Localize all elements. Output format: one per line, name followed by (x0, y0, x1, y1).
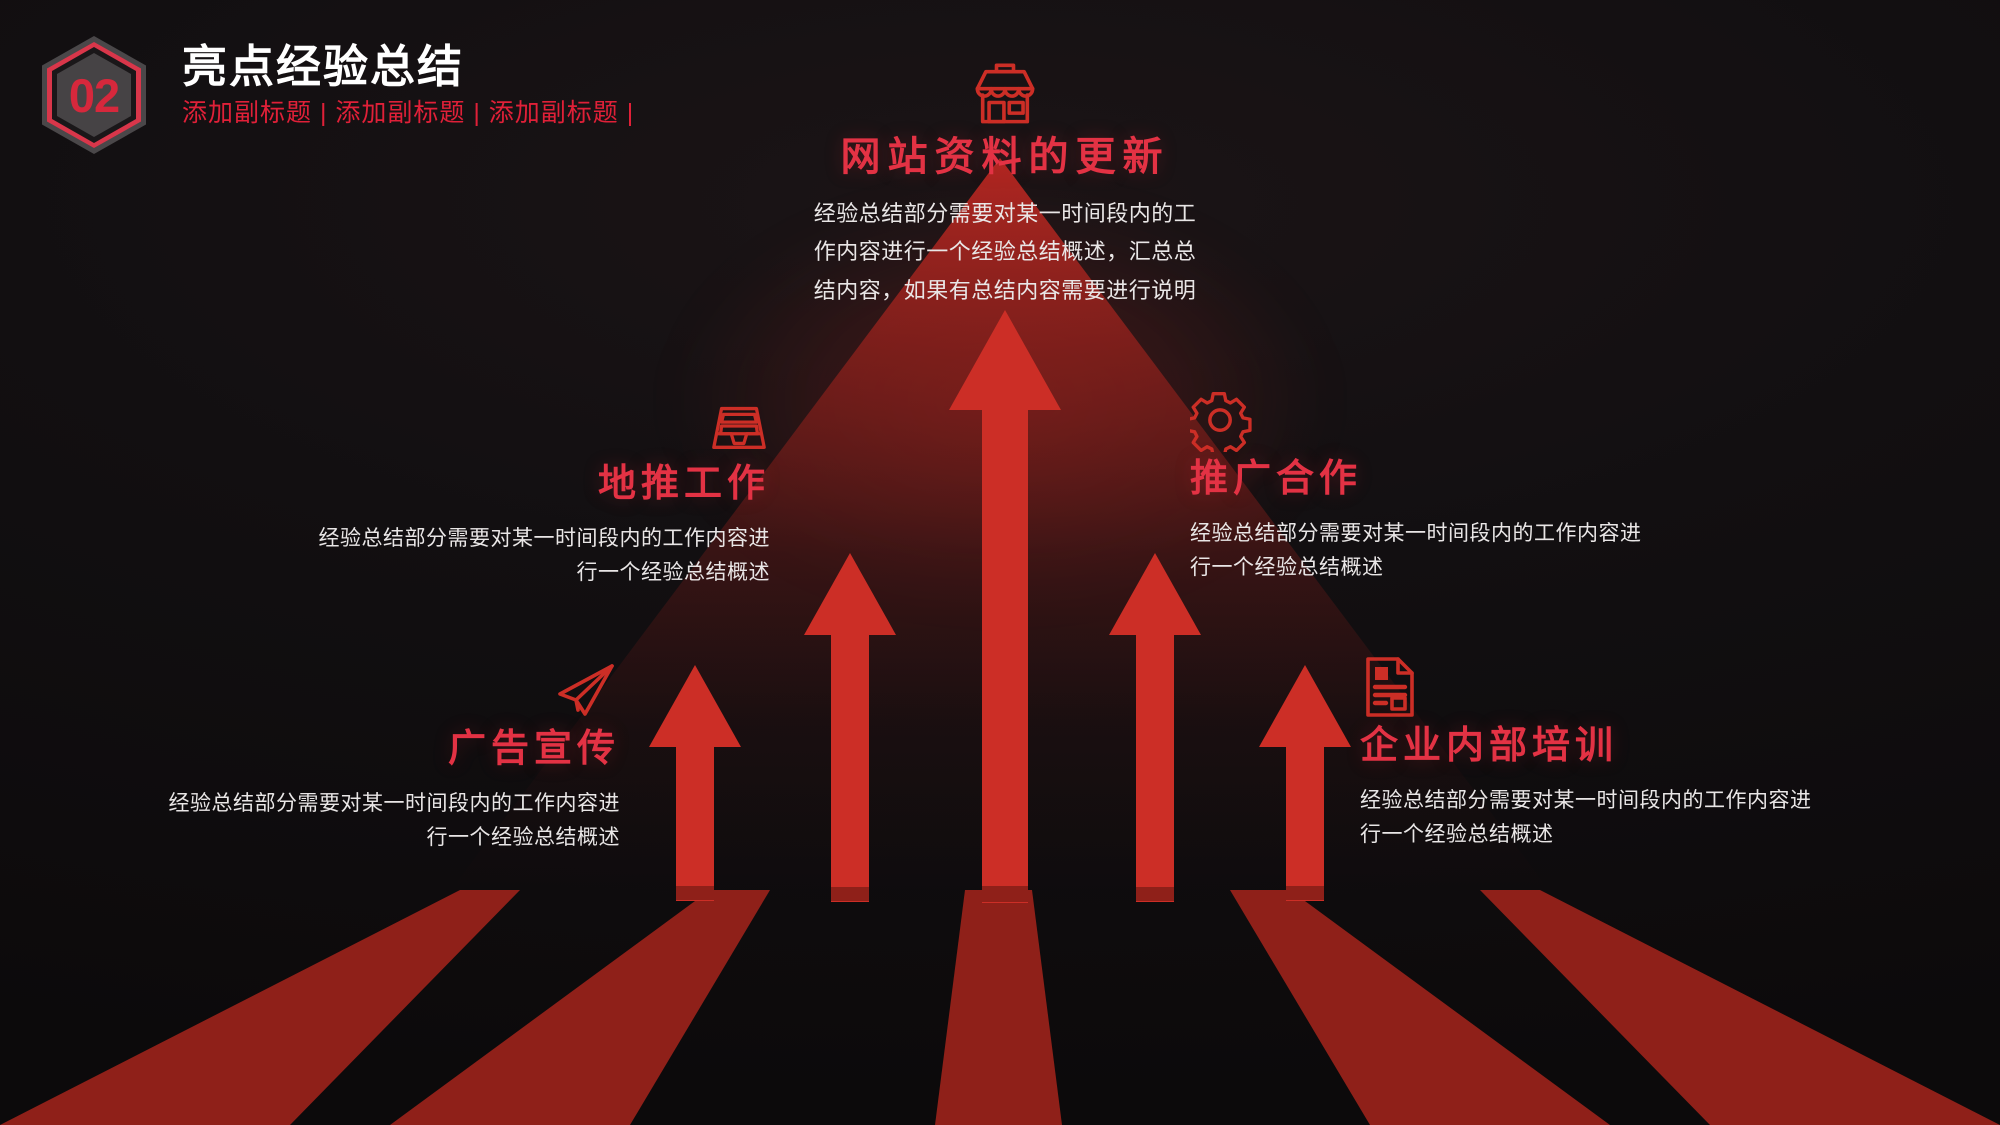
item-description: 经验总结部分需要对某一时间段内的工作内容进行一个经验总结概述 (168, 791, 620, 849)
icon-container (1185, 390, 1720, 458)
gear-icon (1185, 390, 1252, 458)
paper-plane-icon (552, 660, 620, 727)
item-title: 企业内部培训 (1360, 725, 1619, 767)
inbox-tray-icon (708, 395, 770, 462)
page-subtitle: 添加副标题 | 添加副标题 | 添加副标题 | (182, 99, 635, 128)
item-promotion-cooperation: 推广合作 经验总结部分需要对某一时间段内的工作内容进行一个经验总结概述 (1185, 390, 1720, 585)
page-title: 亮点经验总结 (182, 41, 465, 92)
arrow-promotion-cooperation (1100, 553, 1210, 902)
item-title: 网站资料的更新 (840, 135, 1170, 179)
icon-container (1360, 655, 1900, 724)
item-website-update: 网站资料的更新 经验总结部分需要对某一时间段内的工作内容进行一个经验总结概述，汇… (690, 60, 1320, 310)
item-description: 经验总结部分需要对某一时间段内的工作内容进行一个经验总结概述 (1190, 521, 1642, 579)
hexagon-inner-fill (57, 53, 131, 137)
arrow-ad-promotion (640, 665, 750, 901)
section-number: 02 (68, 68, 120, 122)
item-title: 广告宣传 (447, 728, 620, 770)
icon-container (110, 660, 620, 727)
arrow-internal-training (1250, 665, 1360, 901)
item-ad-promotion: 广告宣传 经验总结部分需要对某一时间段内的工作内容进行一个经验总结概述 (110, 660, 620, 855)
header-text-group: 亮点经验总结 添加副标题 | 添加副标题 | 添加副标题 | (182, 36, 634, 130)
arrow-website-update (940, 310, 1070, 903)
section-number-badge: 02 (42, 36, 146, 154)
item-internal-training: 企业内部培训 经验总结部分需要对某一时间段内的工作内容进行一个经验总结概述 (1360, 655, 1900, 852)
document-report-icon (1360, 655, 1420, 724)
arrow-ground-promotion (795, 553, 905, 902)
item-title: 地推工作 (597, 463, 770, 505)
item-description: 经验总结部分需要对某一时间段内的工作内容进行一个经验总结概述，汇总总结内容，如果… (813, 201, 1197, 303)
item-ground-promotion: 地推工作 经验总结部分需要对某一时间段内的工作内容进行一个经验总结概述 (240, 395, 770, 590)
item-description: 经验总结部分需要对某一时间段内的工作内容进行一个经验总结概述 (1360, 788, 1812, 846)
icon-container (240, 395, 770, 462)
storefront-icon (971, 60, 1039, 133)
icon-container (690, 60, 1320, 133)
slide-header: 02 亮点经验总结 添加副标题 | 添加副标题 | 添加副标题 | (42, 36, 634, 154)
item-title: 推广合作 (1190, 458, 1363, 500)
item-description: 经验总结部分需要对某一时间段内的工作内容进行一个经验总结概述 (318, 526, 770, 584)
